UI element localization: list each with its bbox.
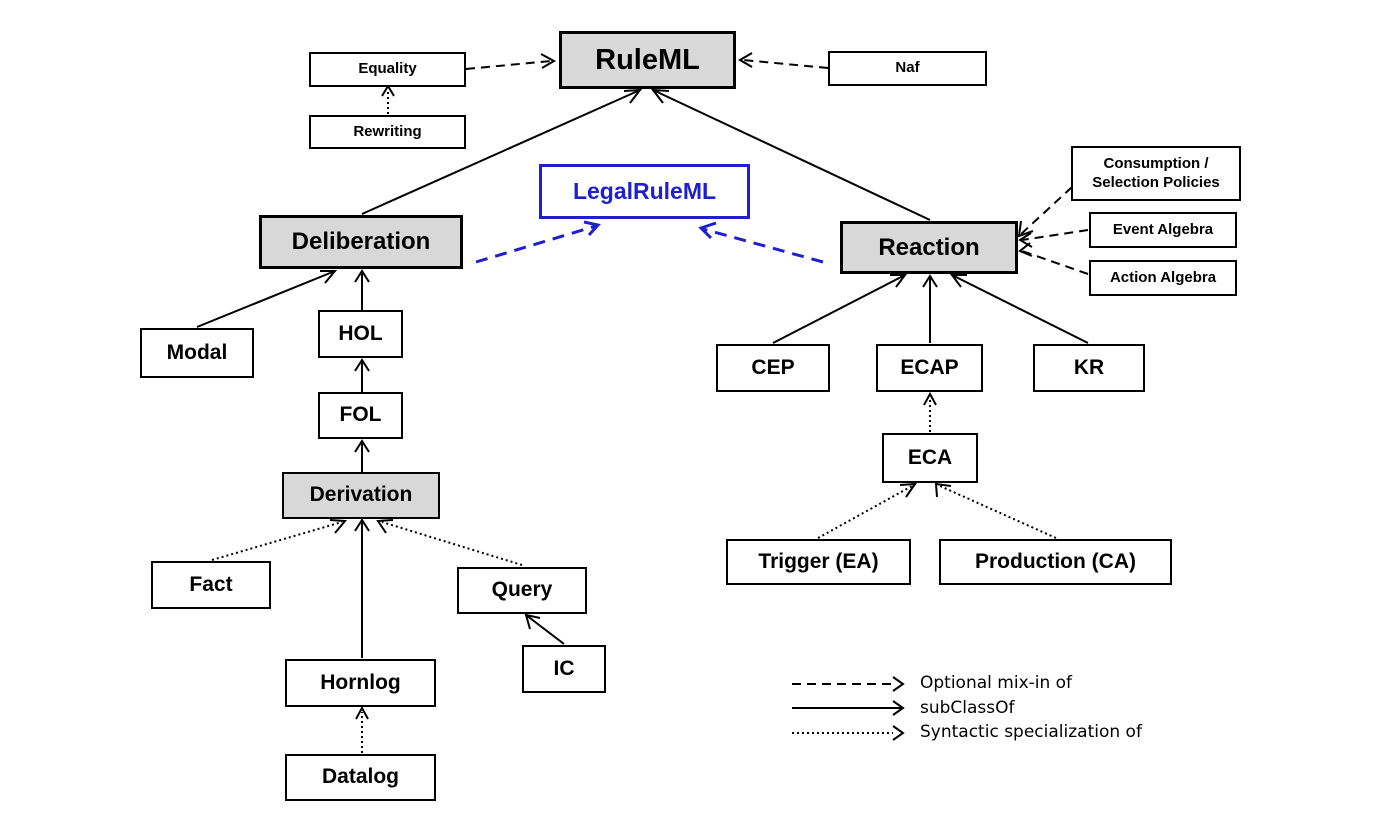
node-eca: ECA	[882, 433, 978, 483]
node-naf: Naf	[828, 51, 987, 86]
edge-deliberation-ruleml	[361, 88, 643, 215]
edge-production-eca	[939, 485, 1057, 539]
edge-hol-deliberation	[354, 269, 370, 310]
node-event-algebra: Event Algebra	[1089, 212, 1237, 248]
edge-query-derivation	[381, 521, 523, 566]
node-equality: Equality	[309, 52, 466, 87]
legend-dotted-label: Syntactic specialization of	[920, 722, 1142, 742]
edge-consumption-reaction	[1019, 186, 1073, 236]
node-legalruleml: LegalRuleML	[539, 164, 750, 219]
node-rewriting: Rewriting	[309, 115, 466, 149]
node-consumption: Consumption / Selection Policies	[1071, 146, 1241, 201]
edge-fact-derivation	[211, 521, 343, 561]
edge-reaction-ruleml	[650, 88, 931, 221]
node-reaction: Reaction	[840, 221, 1018, 274]
node-action-algebra: Action Algebra	[1089, 260, 1237, 296]
edge-equality-ruleml	[465, 60, 552, 70]
node-ruleml: RuleML	[559, 31, 736, 89]
edge-actionalgebra-reaction	[1021, 250, 1089, 275]
edge-modal-deliberation	[196, 270, 338, 328]
edge-derivation-fol	[354, 439, 370, 472]
node-trigger: Trigger (EA)	[726, 539, 911, 585]
node-ic: IC	[522, 645, 606, 693]
node-deliberation: Deliberation	[259, 215, 463, 269]
edge-reaction-legalruleml	[702, 227, 824, 264]
node-modal: Modal	[140, 328, 254, 378]
edge-ic-query	[524, 613, 565, 645]
node-production: Production (CA)	[939, 539, 1172, 585]
edge-cep-reaction	[772, 274, 907, 344]
edge-fol-hol	[354, 358, 370, 392]
node-hol: HOL	[318, 310, 403, 358]
node-kr: KR	[1033, 344, 1145, 392]
node-ecap: ECAP	[876, 344, 983, 392]
node-fol: FOL	[318, 392, 403, 439]
edge-hornlog-derivation	[354, 518, 370, 658]
edge-deliberation-legalruleml	[475, 224, 597, 264]
edge-eventalgebra-reaction	[1021, 229, 1089, 241]
legend-dashed-label: Optional mix-in of	[920, 673, 1073, 693]
edge-trigger-eca	[817, 485, 913, 539]
node-query: Query	[457, 567, 587, 614]
node-datalog: Datalog	[285, 754, 436, 801]
edge-naf-ruleml	[742, 59, 829, 69]
node-hornlog: Hornlog	[285, 659, 436, 707]
legend-solid-line	[792, 700, 905, 716]
edge-kr-reaction	[950, 274, 1089, 344]
node-derivation: Derivation	[282, 472, 440, 519]
edge-ecap-reaction	[922, 274, 938, 343]
node-fact: Fact	[151, 561, 271, 609]
node-cep: CEP	[716, 344, 830, 392]
legend-solid-label: subClassOf	[920, 698, 1015, 718]
